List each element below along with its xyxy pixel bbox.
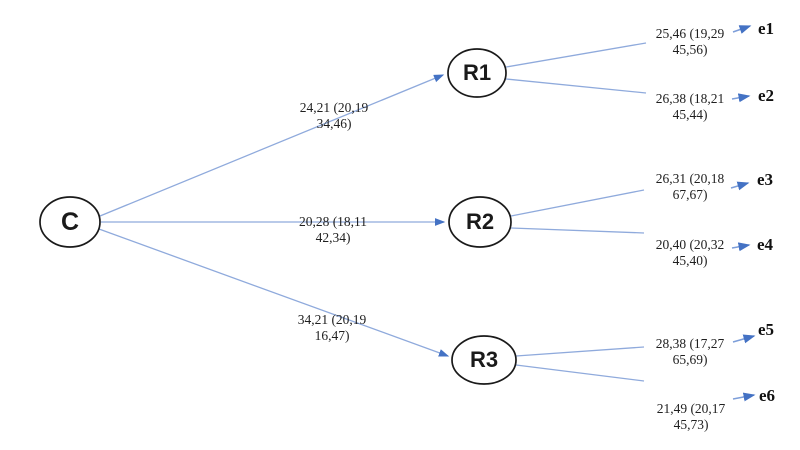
edge-c-r1 xyxy=(99,74,445,217)
edge-label-c-r3: 34,21 (20,19 16,47) xyxy=(271,312,393,343)
edge-label-line2: 42,34) xyxy=(315,229,351,245)
node-r3-ellipse xyxy=(451,335,517,385)
edge-label-r3-e6: 21,49 (20,17 45,73) xyxy=(630,401,752,432)
node-label-r3: R3 xyxy=(469,347,499,372)
edge-label-line2: 45,73) xyxy=(673,416,709,432)
edge-label-line1: 26,38 (18,21 xyxy=(655,91,725,106)
node-label-r1: R1 xyxy=(462,60,492,85)
edge-label-line1: 26,31 (20,18 xyxy=(655,171,725,186)
arrow-to-e6 xyxy=(732,392,756,402)
edge-r3-e6 xyxy=(515,364,645,382)
leaf-label-e6: e6 xyxy=(759,386,776,405)
arrow-to-e1 xyxy=(732,25,752,34)
edge-r1-e2 xyxy=(505,78,647,94)
edge-r1-e1 xyxy=(505,42,647,68)
leaf-label-e4: e4 xyxy=(757,235,774,254)
edge-label-line2: 65,69) xyxy=(672,351,708,367)
edge-label-line2: 45,40) xyxy=(672,252,708,268)
edge-label-line1: 28,38 (17,27 xyxy=(655,336,725,351)
edge-label-line1: 25,46 (19,29 xyxy=(655,26,725,41)
edge-r2-e3 xyxy=(510,189,645,217)
edge-label-r3-e5: 28,38 (17,27 65,69) xyxy=(629,336,751,367)
edge-label-r1-e2: 26,38 (18,21 45,44) xyxy=(629,91,751,122)
edge-label-r2-e3: 26,31 (20,18 67,67) xyxy=(629,171,751,202)
arrow-to-e2 xyxy=(731,93,751,103)
edge-label-line2: 34,46) xyxy=(316,115,352,131)
leaf-label-e5: e5 xyxy=(758,320,775,339)
edge-label-line2: 45,56) xyxy=(672,41,708,57)
arrow-to-e3 xyxy=(730,181,750,191)
edge-label-c-r1: 24,21 (20,19 34,46) xyxy=(273,100,395,131)
node-r1-ellipse xyxy=(447,48,507,98)
edge-label-c-r2: 20,28 (18,11 42,34) xyxy=(272,214,394,245)
edge-label-line2: 16,47) xyxy=(314,327,350,343)
edge-label-line1: 20,40 (20,32 xyxy=(655,237,725,252)
arrow-to-e5 xyxy=(732,334,756,344)
edge-label-line2: 45,44) xyxy=(672,106,708,122)
edge-r2-e4 xyxy=(510,227,645,234)
edge-c-r3 xyxy=(98,228,450,357)
edge-label-line1: 20,28 (18,11 xyxy=(298,214,368,229)
edge-label-r1-e1: 25,46 (19,29 45,56) xyxy=(629,26,751,57)
edge-label-line1: 21,49 (20,17 xyxy=(656,401,726,416)
node-label-c: C xyxy=(60,208,80,236)
node-r2-ellipse xyxy=(448,196,512,248)
edge-label-r2-e4: 20,40 (20,32 45,40) xyxy=(629,237,751,268)
edge-r3-e5 xyxy=(515,346,645,357)
edge-label-line1: 34,21 (20,19 xyxy=(297,312,367,327)
edge-label-line1: 24,21 (20,19 xyxy=(299,100,369,115)
leaf-label-e1: e1 xyxy=(758,19,775,38)
node-c-ellipse xyxy=(39,196,101,248)
node-label-r2: R2 xyxy=(465,209,495,234)
arrow-to-e4 xyxy=(731,242,751,252)
leaf-label-e2: e2 xyxy=(758,86,775,105)
edge-label-line2: 67,67) xyxy=(672,186,708,202)
leaf-label-e3: e3 xyxy=(757,170,774,189)
